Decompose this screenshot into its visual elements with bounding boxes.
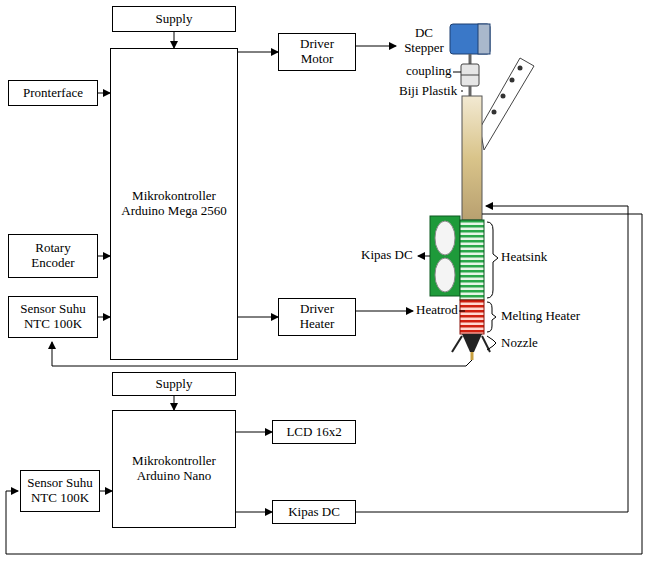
signal-arrow xyxy=(174,396,175,410)
node-text: Pronterface xyxy=(23,86,83,101)
driver-box: Driver Motor xyxy=(278,33,356,71)
signal-arrow xyxy=(98,256,110,257)
supply-box: Supply xyxy=(112,372,236,396)
node-text: Driver Heater xyxy=(283,302,351,332)
node-text: Kipas DC xyxy=(288,505,340,520)
part-label: Kipas DC xyxy=(360,248,414,263)
signal-arrow xyxy=(174,32,175,48)
signal-arrow xyxy=(238,317,278,318)
driver-box: Driver Heater xyxy=(278,298,356,336)
input-box: Pronterface xyxy=(8,80,98,106)
signal-arrow xyxy=(100,491,112,492)
signal-arrow xyxy=(236,432,272,433)
signal-arrow xyxy=(236,512,272,513)
input-box: Rotary Encoder xyxy=(8,234,98,278)
part-label: DC Stepper xyxy=(400,26,448,56)
node-text: Mikrokontroller Arduino Nano xyxy=(117,454,231,484)
node-text: LCD 16x2 xyxy=(286,425,341,440)
microcontroller-box: Mikrokontroller Arduino Nano xyxy=(112,410,236,528)
part-label: Nozzle xyxy=(500,336,539,351)
part-label: Heatsink xyxy=(500,250,548,265)
part-label: Biji Plastik xyxy=(398,84,458,99)
node-text: Driver Motor xyxy=(283,37,351,67)
node-text: Supply xyxy=(156,12,193,27)
part-label: coupling xyxy=(405,64,453,79)
sensor-box: Sensor Suhu NTC 100K xyxy=(20,470,100,512)
node-text: Mikrokontroller Arduino Mega 2560 xyxy=(115,189,233,219)
sensor-box: Sensor Suhu NTC 100K xyxy=(8,296,98,338)
node-text: Sensor Suhu NTC 100K xyxy=(13,302,93,332)
node-text: Sensor Suhu NTC 100K xyxy=(25,476,95,506)
fan-box: Kipas DC xyxy=(272,500,356,524)
signal-arrow xyxy=(238,52,278,53)
display-box: LCD 16x2 xyxy=(272,420,356,444)
node-text: Supply xyxy=(156,377,193,392)
signal-arrow xyxy=(98,93,110,94)
part-label: Heatrod xyxy=(415,303,459,318)
supply-box: Supply xyxy=(112,6,236,32)
node-text: Rotary Encoder xyxy=(13,241,93,271)
part-label: Melting Heater xyxy=(500,309,581,324)
microcontroller-box: Mikrokontroller Arduino Mega 2560 xyxy=(110,48,238,360)
signal-arrow xyxy=(98,317,110,318)
